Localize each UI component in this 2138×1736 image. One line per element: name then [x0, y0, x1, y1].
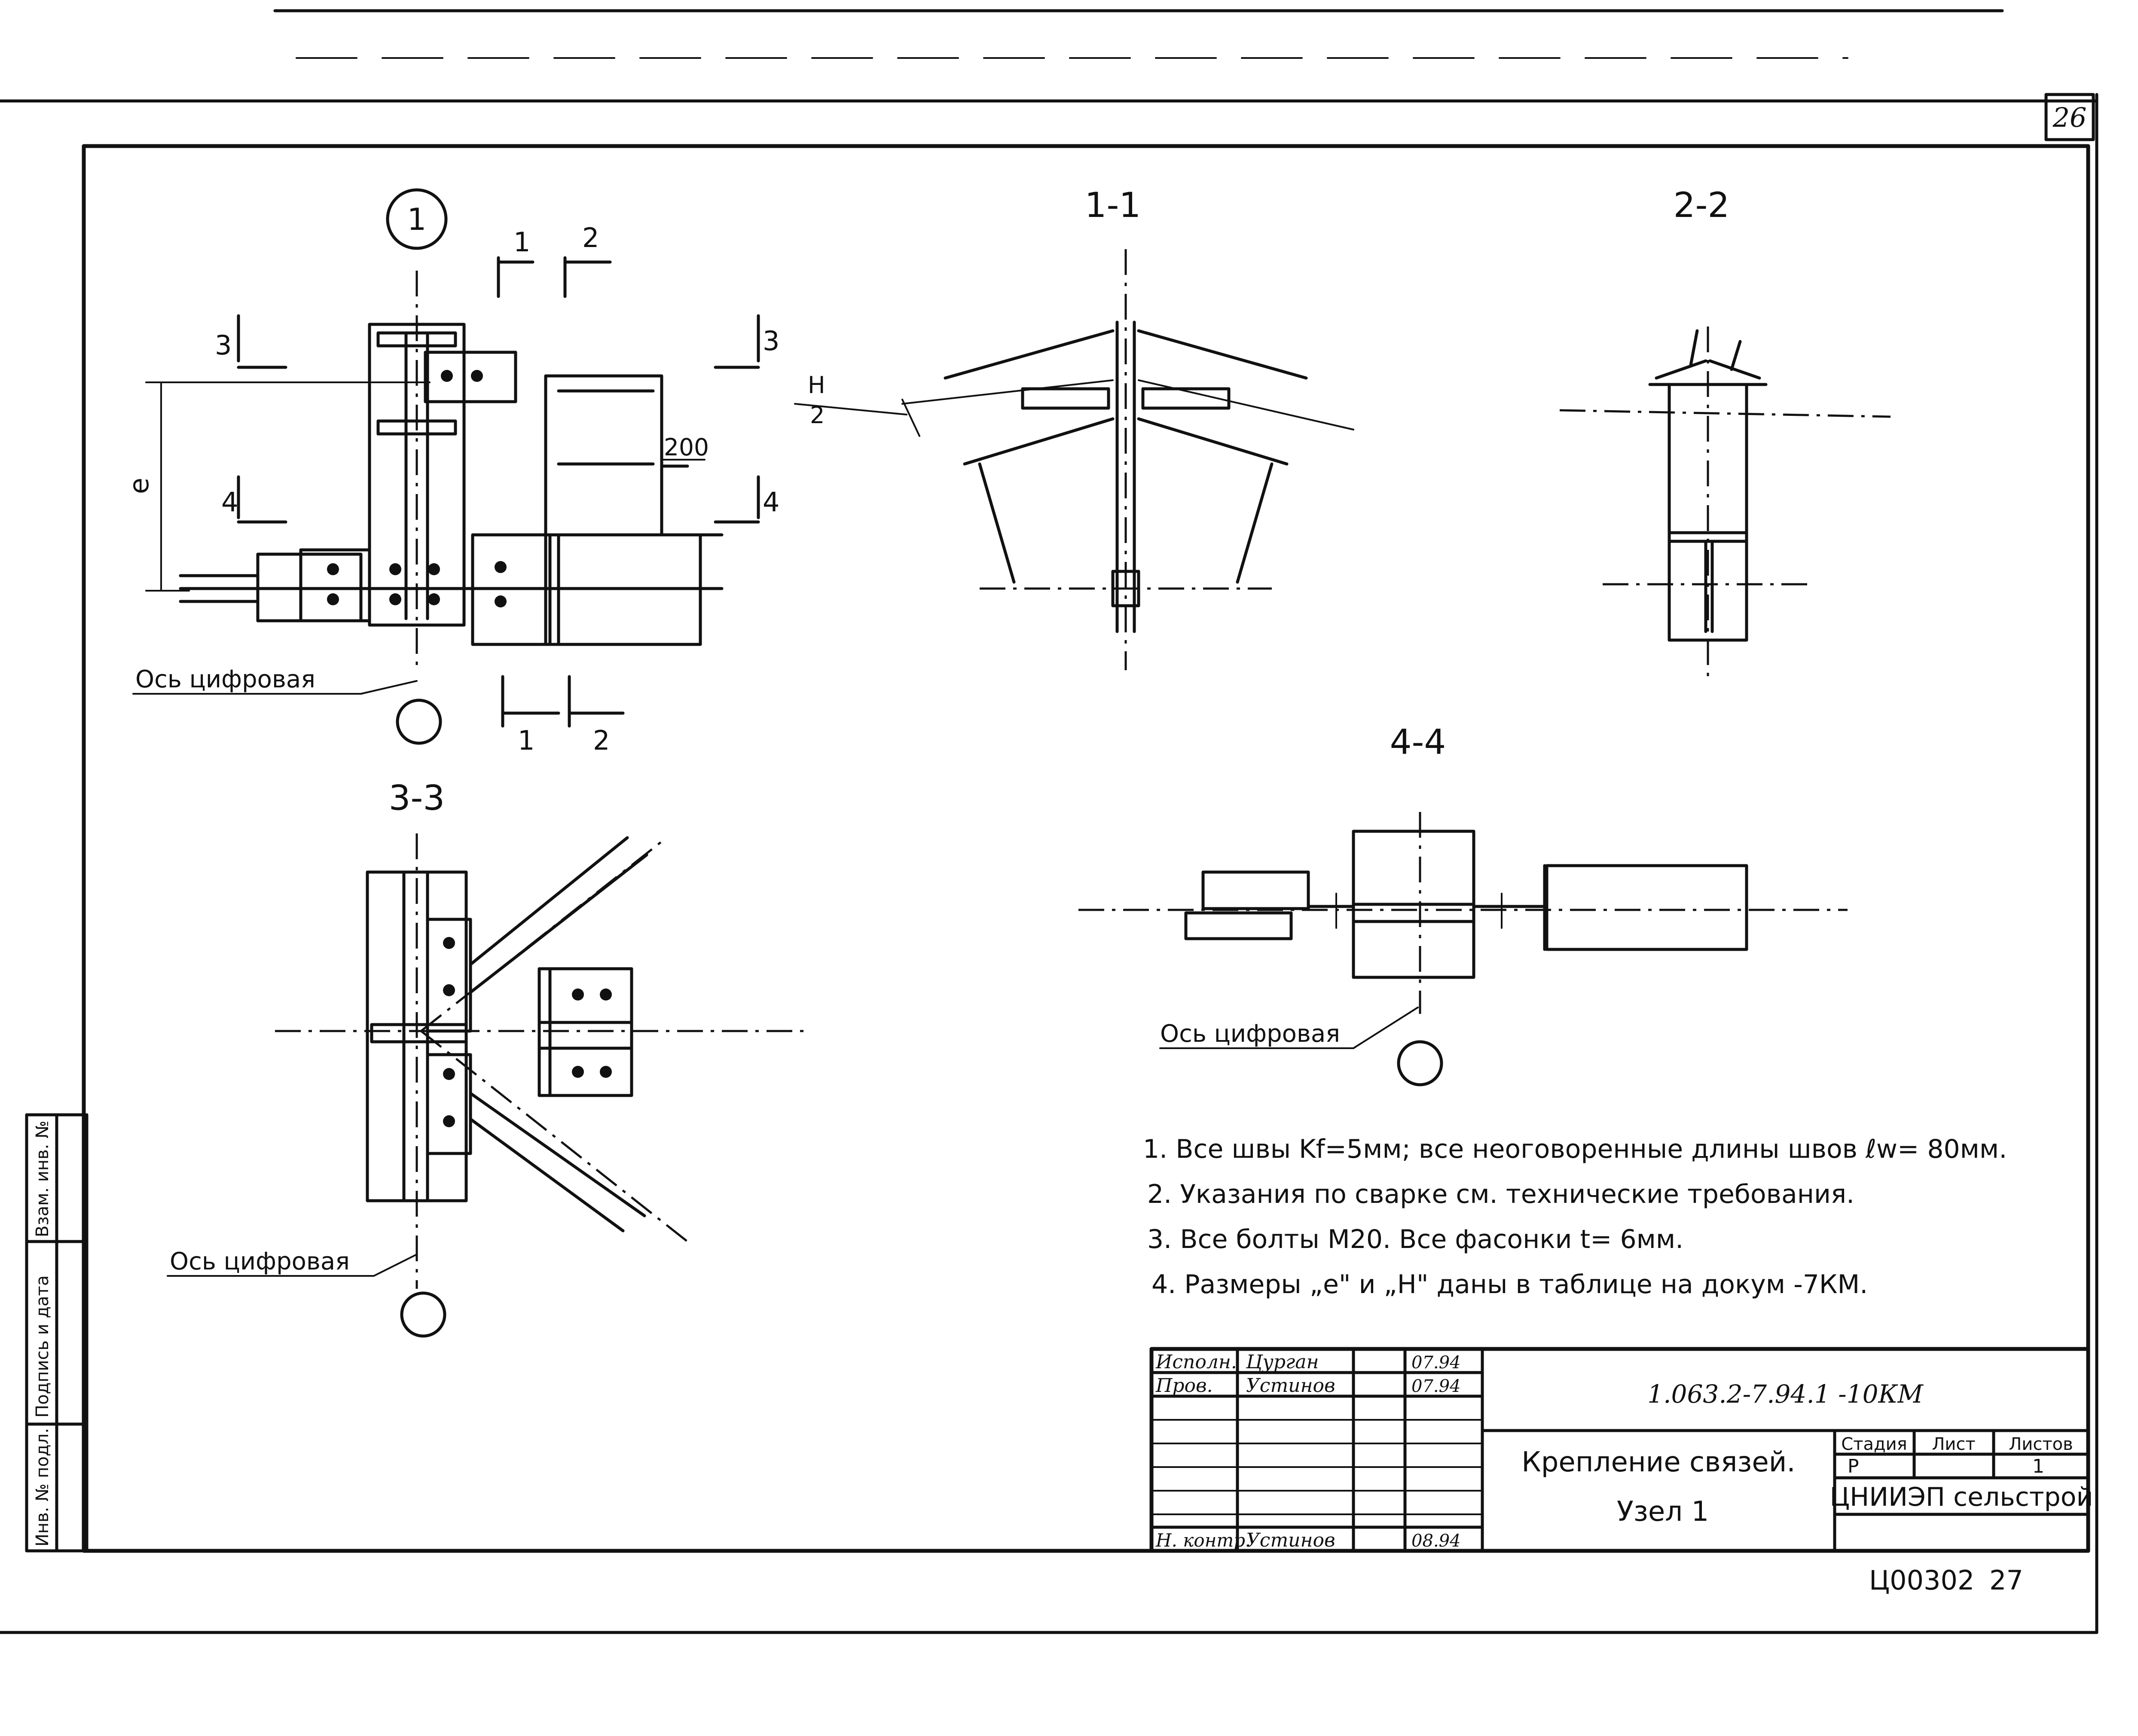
cut-label-3-left: 3 [215, 330, 232, 361]
tb-date-3: 08.94 [1411, 1531, 1461, 1551]
cut-label-2-top: 2 [582, 222, 599, 253]
tb-role-2: Пров. [1155, 1375, 1213, 1397]
view-section-2-2 [1559, 326, 1891, 683]
tb-doc-code: 1.063.2-7.94.1 -10КМ [1647, 1379, 1924, 1409]
dim-e-label: e [123, 478, 155, 494]
node-number-label: 1 [407, 202, 427, 237]
section-3-3-title: 3-3 [389, 778, 445, 818]
axis-label-3-3: Ось цифровая [170, 1248, 350, 1275]
tb-name-2: Устинов [1246, 1375, 1335, 1397]
stamp-vzam: Взам. инв. № [33, 1120, 52, 1237]
corner-sheet-number: 26 [2052, 102, 2087, 133]
title-block [1149, 1347, 2090, 1553]
dim-200-label: 200 [664, 433, 709, 461]
view-section-4-4 [1078, 812, 1848, 1086]
bolts-3-3 [443, 937, 455, 1127]
tb-date-2: 07.94 [1411, 1376, 1461, 1396]
cut-label-1-bottom: 1 [518, 725, 534, 756]
tb-title-line-2: Узел 1 [1617, 1496, 1709, 1528]
stamp-inv-podl: Инв. № подл. [33, 1428, 52, 1547]
cut-label-4-left: 4 [221, 486, 238, 518]
tb-stage-header: Стадия [1841, 1434, 1907, 1454]
cut-label-3-right: 3 [763, 325, 779, 357]
note-1: 1. Все швы Kf=5мм; все неоговоренные дли… [1143, 1134, 2007, 1164]
tb-stage-value: Р [1848, 1455, 1859, 1477]
tb-name-3: Устинов [1246, 1529, 1335, 1551]
section-1-1-title: 1-1 [1085, 185, 1141, 225]
cut-label-2-bottom: 2 [593, 725, 610, 756]
tb-date-1: 07.94 [1411, 1353, 1461, 1373]
section-2-2-title: 2-2 [1674, 185, 1730, 225]
tb-name-1: Цурган [1246, 1351, 1319, 1373]
axis-label-4-4: Ось цифровая [1160, 1020, 1340, 1048]
tb-role-1: Исполн. [1155, 1351, 1237, 1373]
tb-sheet-header: Лист [1932, 1434, 1975, 1454]
tb-sheets-header: Листов [2009, 1434, 2073, 1454]
bolt-group [327, 561, 507, 607]
cut-label-4-right: 4 [763, 486, 779, 518]
side-stamp [25, 1113, 89, 1553]
tb-role-3: Н. контр. [1155, 1530, 1251, 1551]
dim-h-label: H [808, 372, 825, 399]
notes: 1. Все швы Kf=5мм; все неоговоренные дли… [1143, 1134, 2007, 1300]
view-section-1-1 [794, 249, 1354, 670]
sheet-border [0, 9, 2098, 1634]
tb-sheets-value: 1 [2032, 1455, 2044, 1477]
axis-label-node1: Ось цифровая [135, 665, 315, 693]
tb-organization: ЦНИИЭП сельстрой [1830, 1482, 2093, 1512]
note-3: 3. Все болты М20. Все фасонки t= 6мм. [1147, 1224, 1683, 1254]
section-4-4-title: 4-4 [1390, 722, 1446, 762]
dim-h-denominator: 2 [810, 402, 825, 429]
view-node-1 [132, 188, 760, 745]
note-2: 2. Указания по сварке см. технические тр… [1147, 1179, 1854, 1209]
bottom-code: Ц00302 [1869, 1565, 1974, 1596]
stamp-podpis: Подпись и дата [33, 1275, 52, 1418]
cut-label-1-top: 1 [513, 226, 530, 258]
bottom-page: 27 [1989, 1565, 2023, 1596]
view-section-3-3 [167, 833, 808, 1338]
tb-title-line-1: Крепление связей. [1521, 1446, 1795, 1478]
note-4: 4. Размеры „е" и „Н" даны в таблице на д… [1151, 1269, 1868, 1300]
